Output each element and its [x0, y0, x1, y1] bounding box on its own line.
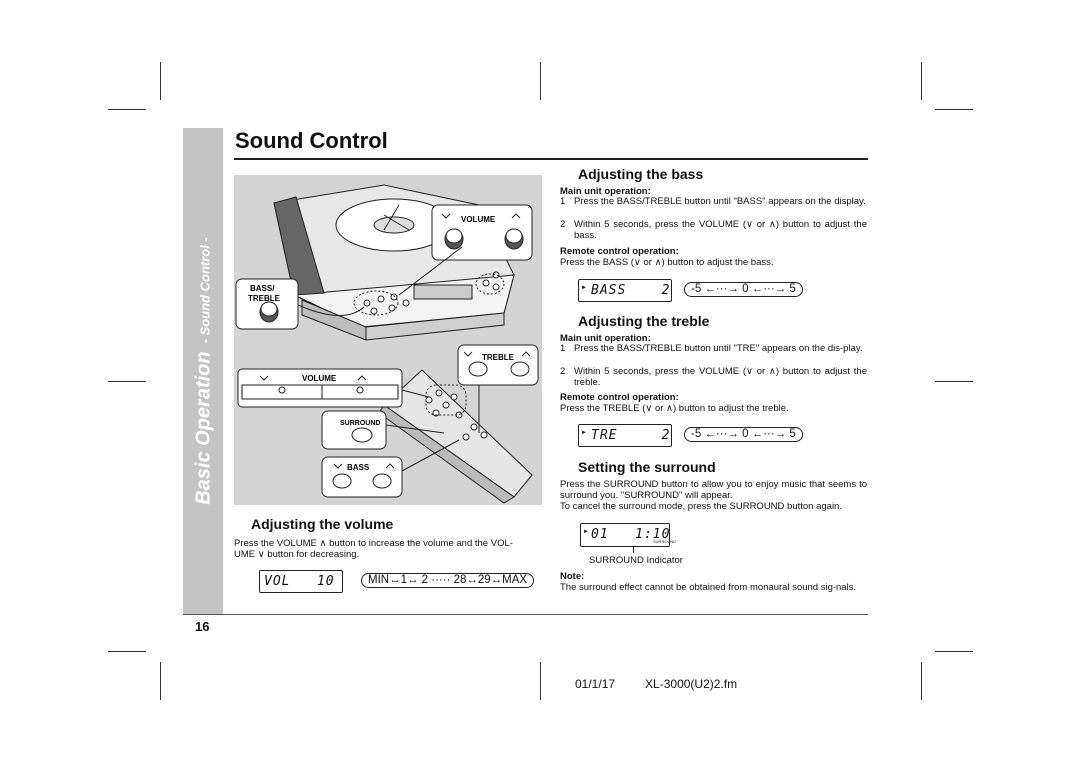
surround-indicator-label: SURROUND Indicator	[589, 555, 683, 566]
volume-display-text: VOL 10	[264, 574, 335, 589]
crop-mark	[160, 662, 161, 700]
treble-remote-label: Remote control operation:	[560, 392, 679, 403]
volume-range: MIN↔1↔ 2 ····· 28↔29↔MAX	[361, 573, 535, 588]
display-marker-icon: ►	[583, 529, 589, 535]
illustration-svg: VOLUME BASS/ TREBLE TREBLE	[235, 184, 539, 504]
volume-text-2: UME ∨ button for decreasing.	[234, 549, 360, 560]
step-number: 2	[560, 219, 566, 230]
sidebar-subtitle: - Sound Control -	[197, 237, 213, 344]
surround-display-mark: SURROUND	[653, 539, 677, 544]
title-rule	[234, 158, 868, 160]
page-title: Sound Control	[235, 128, 388, 153]
display-marker-icon: ►	[581, 285, 587, 291]
bass-heading: Adjusting the bass	[578, 166, 704, 182]
indicator-pointer	[633, 547, 634, 553]
step-text: Within 5 seconds, press the VOLUME (∨ or…	[574, 219, 867, 241]
note-text: The surround effect cannot be obtained f…	[560, 582, 857, 593]
step-text: Within 5 seconds, press the VOLUME (∨ or…	[574, 366, 867, 388]
main-volume-callout	[398, 204, 533, 296]
surround-heading: Setting the surround	[578, 459, 716, 475]
treble-remote-text: Press the TREBLE (∨ or ∧) button to adju…	[560, 403, 789, 414]
volume-label: VOLUME	[461, 215, 496, 224]
remote-volume-label: VOLUME	[302, 374, 337, 383]
volume-display: VOL 10	[259, 570, 343, 593]
volume-text-1: Press the VOLUME ∧ button to increase th…	[234, 538, 513, 549]
surround-text-1: Press the SURROUND button to allow you t…	[560, 479, 867, 501]
step-number: 2	[560, 366, 566, 377]
sidebar-title: Basic Operation - Sound Control -	[193, 237, 216, 505]
treble-label: TREBLE	[482, 353, 515, 362]
treble-step-1: 1 Press the BASS/TREBLE button until "TR…	[560, 343, 867, 354]
step-number: 1	[560, 196, 566, 207]
crop-mark	[160, 62, 161, 100]
bass-main-label: Main unit operation:	[560, 186, 651, 197]
bass-step-2: 2 Within 5 seconds, press the VOLUME (∨ …	[560, 219, 867, 241]
treble-heading: Adjusting the treble	[578, 313, 710, 329]
treble-display-text: TRE 2	[591, 428, 671, 443]
bass-display: ► BASS 2	[578, 279, 672, 302]
volume-heading: Adjusting the volume	[251, 516, 394, 532]
bass-display-text: BASS 2	[591, 283, 671, 298]
crop-mark	[935, 381, 973, 382]
surround-text-2: To cancel the surround mode, press the S…	[560, 501, 842, 512]
bass-step-1: 1 Press the BASS/TREBLE button until "BA…	[560, 196, 867, 207]
surround-display-text: 01 1:10	[591, 527, 671, 542]
sidebar-tab	[183, 128, 223, 614]
bass-range: -5 ←···→ 0 ←···→ 5	[684, 282, 803, 297]
remote-volume-callout	[237, 368, 430, 408]
crop-mark	[540, 662, 541, 700]
treble-callout	[457, 344, 539, 433]
bass-remote-text: Press the BASS (∨ or ∧) button to adjust…	[560, 257, 774, 268]
bass-treble-callout	[235, 278, 365, 330]
crop-mark	[935, 651, 973, 652]
note-label: Note:	[560, 571, 585, 582]
treble-display: ► TRE 2	[578, 424, 672, 447]
bass-label: BASS	[347, 463, 370, 472]
step-text: Press the BASS/TREBLE button until "TRE"…	[574, 343, 863, 354]
crop-mark	[108, 381, 146, 382]
footer-date: 01/1/17	[575, 677, 616, 691]
bass-treble-label-2: TREBLE	[248, 294, 281, 303]
surround-callout	[321, 410, 445, 450]
bass-remote-callout	[321, 439, 460, 498]
treble-main-label: Main unit operation:	[560, 333, 651, 344]
bass-remote-label: Remote control operation:	[560, 246, 679, 257]
crop-mark	[921, 662, 922, 700]
page-number: 16	[195, 619, 210, 634]
bottom-rule	[183, 614, 868, 615]
step-number: 1	[560, 343, 566, 354]
product-illustration: VOLUME BASS/ TREBLE TREBLE	[234, 175, 542, 505]
display-marker-icon: ►	[581, 430, 587, 436]
surround-label: SURROUND	[340, 420, 380, 427]
crop-mark	[108, 109, 146, 110]
surround-display: ► 01 1:10 SURROUND	[580, 523, 676, 547]
sidebar-title-text: Basic Operation	[192, 351, 215, 505]
footer: 01/1/17 XL-3000(U2)2.fm	[575, 677, 737, 691]
crop-mark	[935, 109, 973, 110]
treble-range: -5 ←···→ 0 ←···→ 5	[684, 427, 803, 442]
crop-mark	[540, 62, 541, 100]
bass-treble-label-1: BASS/	[250, 284, 275, 293]
crop-mark	[108, 651, 146, 652]
treble-step-2: 2 Within 5 seconds, press the VOLUME (∨ …	[560, 366, 867, 388]
crop-mark	[921, 62, 922, 100]
footer-file: XL-3000(U2)2.fm	[645, 677, 738, 691]
step-text: Press the BASS/TREBLE button until "BASS…	[574, 196, 866, 207]
remote-control-drawing	[378, 369, 533, 504]
